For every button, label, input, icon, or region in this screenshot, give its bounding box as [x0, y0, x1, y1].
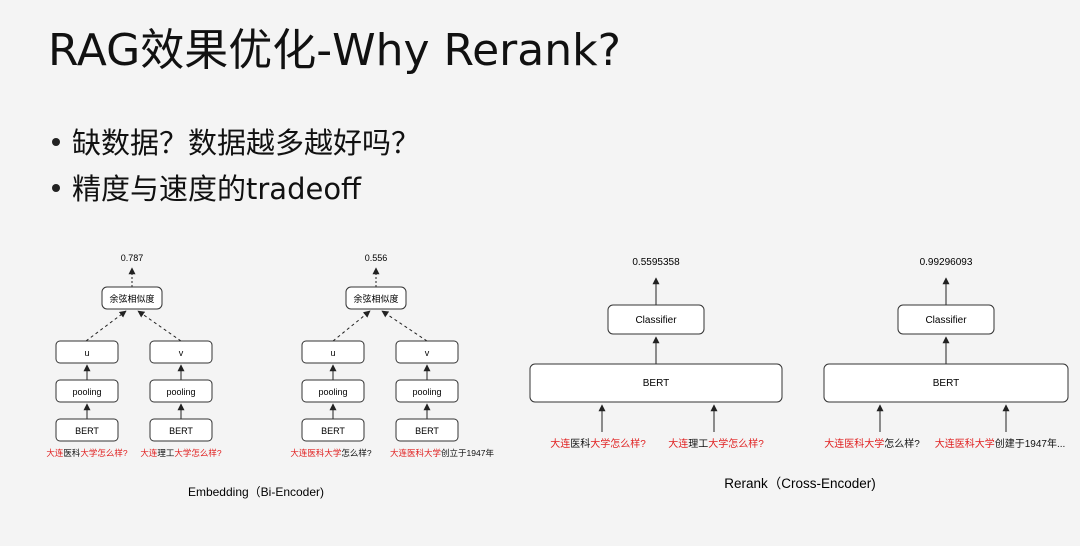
pooling-label: pooling [166, 387, 195, 397]
similarity-score: 0.556 [365, 253, 388, 263]
bi-encoder-caption: Embedding（Bi-Encoder) [188, 485, 324, 499]
pooling-box [395, 379, 459, 403]
cross-encoder-caption: Rerank（Cross-Encoder) [724, 476, 876, 491]
slide-title: RAG效果优化-Why Rerank? [48, 25, 621, 76]
bert-box [149, 418, 213, 442]
classifier-box [897, 304, 995, 335]
query-text: 大连理工大学怎么样? [140, 448, 222, 458]
classifier-label: Classifier [635, 315, 677, 326]
bert-box [529, 363, 783, 403]
u-vector-label: u [330, 348, 335, 358]
bert-label: BERT [415, 426, 439, 436]
bullet-list: 缺数据？数据越多越好吗？ 精度与速度的tradeoff [52, 120, 420, 212]
cross-encoder-example-2: 0.99296093 Classifier BERT 大连医科大学怎么样? 大连… [823, 257, 1069, 450]
u-vector-box [55, 340, 119, 364]
bert-label: BERT [643, 378, 670, 389]
bullet-dot-icon [52, 184, 60, 192]
pooling-box [301, 379, 365, 403]
bert-box [301, 418, 365, 442]
rerank-score: 0.99296093 [920, 257, 973, 268]
v-arrow [381, 310, 428, 342]
cosine-similarity-label: 余弦相似度 [353, 293, 398, 304]
v-arrow [137, 310, 182, 342]
rerank-score: 0.5595358 [632, 257, 680, 268]
v-vector-box [149, 340, 213, 364]
pooling-box [55, 379, 119, 403]
u-arrow [85, 310, 127, 342]
v-vector-label: v [179, 348, 184, 358]
query-text: 大连医科大学怎么样? [46, 448, 128, 458]
bert-label: BERT [933, 378, 960, 389]
bert-box [823, 363, 1069, 403]
u-arrow [332, 310, 371, 342]
bullet-text: 精度与速度的tradeoff [72, 172, 362, 206]
cosine-similarity-box [101, 286, 163, 310]
pooling-box [149, 379, 213, 403]
cosine-similarity-label: 余弦相似度 [109, 293, 154, 304]
v-vector-label: v [425, 348, 430, 358]
cosine-similarity-box [345, 286, 407, 310]
bi-encoder-example-1: 0.787 余弦相似度 u pooling BERT 大连医科大学怎么样? v … [46, 253, 222, 458]
bullet-item: 缺数据？数据越多越好吗？ [52, 120, 420, 166]
u-vector-box [301, 340, 365, 364]
document-text: 大连医科大学创建于1947年... [935, 437, 1066, 450]
bullet-text: 缺数据？数据越多越好吗？ [72, 126, 421, 160]
classifier-label: Classifier [925, 315, 967, 326]
bert-box [395, 418, 459, 442]
query-text: 大连医科大学创立于1947年 [390, 448, 494, 458]
v-vector-box [395, 340, 459, 364]
bert-box [55, 418, 119, 442]
bullet-item: 精度与速度的tradeoff [52, 166, 420, 212]
bert-label: BERT [169, 426, 193, 436]
bert-label: BERT [75, 426, 99, 436]
similarity-score: 0.787 [121, 253, 144, 263]
document-text: 大连理工大学怎么样? [668, 437, 764, 450]
bi-encoder-example-2: 0.556 余弦相似度 u pooling BERT 大连医科大学怎么样? v … [290, 253, 494, 458]
query-text: 大连医科大学怎么样? [290, 448, 372, 458]
classifier-box [607, 304, 705, 335]
query-text: 大连医科大学怎么样? [550, 437, 646, 450]
pooling-label: pooling [412, 387, 441, 397]
bullet-dot-icon [52, 138, 60, 146]
cross-encoder-example-1: 0.5595358 Classifier BERT 大连医科大学怎么样? 大连理… [529, 257, 783, 450]
bert-label: BERT [321, 426, 345, 436]
pooling-label: pooling [72, 387, 101, 397]
query-text: 大连医科大学怎么样? [824, 437, 920, 450]
pooling-label: pooling [318, 387, 347, 397]
u-vector-label: u [84, 348, 89, 358]
